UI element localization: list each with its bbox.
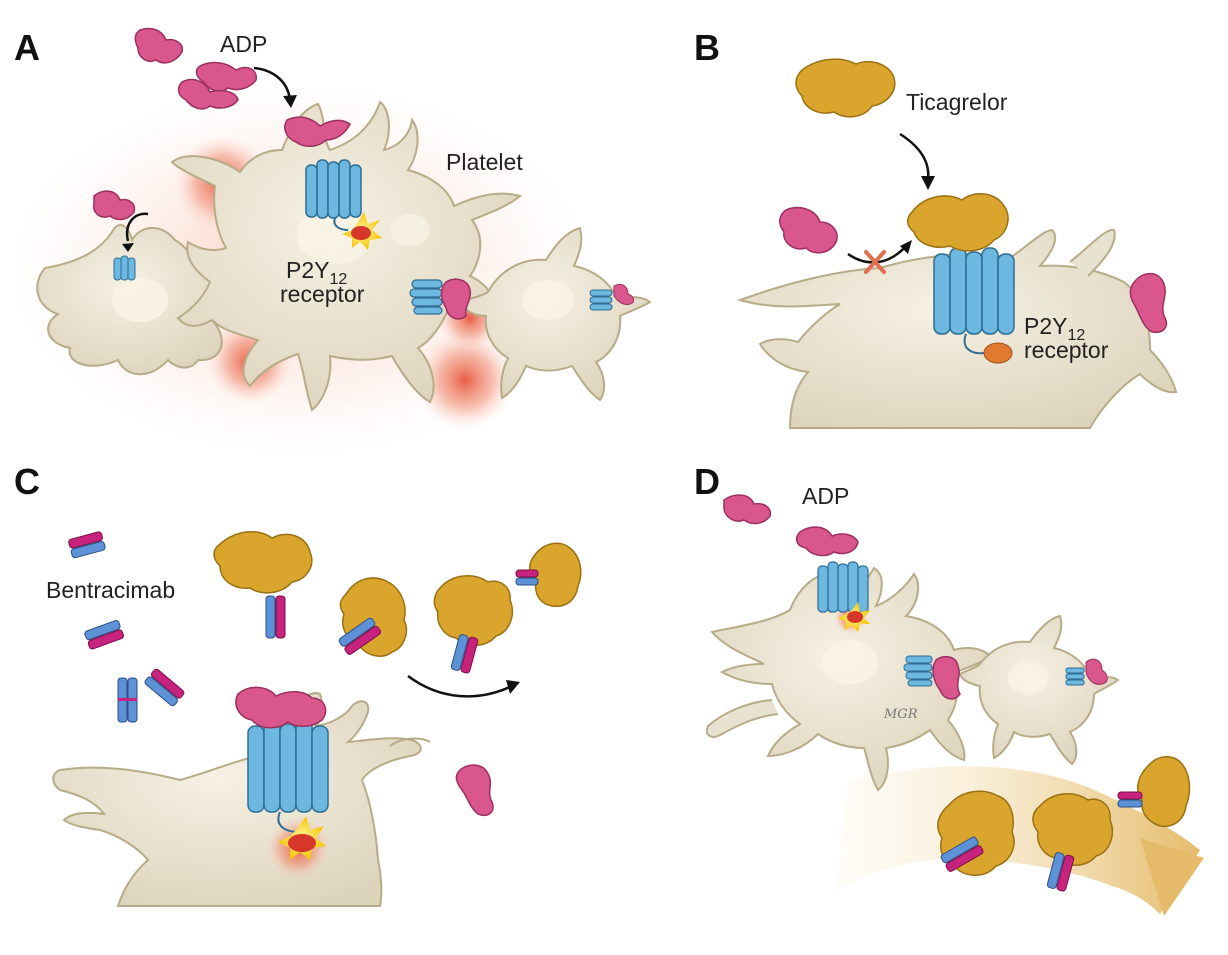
panel-b: B Ticagrelor P2Y12 receptor — [694, 27, 1178, 429]
adp-label: ADP — [802, 483, 849, 509]
ticagrelor-label: Ticagrelor — [906, 89, 1008, 115]
artist-signature: MGR — [883, 707, 918, 722]
g-protein — [351, 226, 371, 240]
clearance-arrow — [407, 674, 513, 698]
platelet-left — [36, 212, 233, 376]
arrowhead-icon — [506, 680, 520, 694]
cleared-complex — [1136, 756, 1191, 828]
receptor-d — [817, 561, 869, 613]
binding-arrow — [125, 212, 149, 242]
bentracimab-fragment — [1117, 791, 1143, 808]
activation-spot — [415, 330, 515, 430]
receptor-label-line2: receptor — [1024, 337, 1109, 363]
adp-molecule-bound — [613, 283, 635, 305]
bentracimab-fragment — [117, 677, 138, 723]
panel-a-letter: A — [14, 27, 40, 68]
adp-molecule — [195, 61, 257, 92]
ticagrelor-molecule — [795, 58, 896, 118]
panel-d: D — [694, 461, 1204, 916]
panel-a: A — [10, 27, 652, 455]
receptor-d-right — [1065, 667, 1085, 686]
bentracimab-fragment — [144, 668, 185, 707]
platelet-process — [1069, 228, 1116, 277]
platelet-c — [52, 692, 422, 907]
receptor-label: P2Y12 — [286, 257, 347, 288]
bentracimab-fragment — [84, 620, 124, 650]
receptor-right — [589, 289, 613, 311]
receptor-c — [247, 719, 329, 833]
binding-arrow — [899, 132, 930, 181]
g-protein — [288, 834, 316, 852]
receptor-side — [409, 279, 443, 315]
adp-molecule-bound — [284, 116, 351, 147]
receptor-left — [113, 255, 136, 281]
ticagrelor-antibody-complex — [433, 575, 514, 646]
platelet-right — [458, 226, 652, 402]
panel-d-letter: D — [694, 461, 720, 502]
adp-molecule — [92, 190, 136, 221]
adp-molecule — [177, 78, 239, 110]
adp-molecule-bound — [795, 526, 859, 557]
receptor-b — [933, 247, 1015, 355]
ticagrelor-bound — [907, 193, 1009, 252]
bentracimab-fragment — [265, 595, 286, 639]
flow-arrow — [836, 766, 1200, 914]
bentracimab-fragment — [515, 569, 539, 586]
adp-molecule-blocked — [779, 206, 838, 254]
bentracimab-fragment — [338, 617, 381, 655]
bentracimab-fragment — [1046, 852, 1075, 892]
receptor-main — [305, 159, 362, 231]
adp-molecule-bound — [235, 686, 327, 729]
g-protein — [847, 611, 863, 623]
adp-molecule-bound — [932, 655, 961, 700]
arrowhead-icon — [122, 243, 134, 252]
arrowhead-icon — [921, 176, 935, 190]
ticagrelor-molecule — [213, 531, 313, 594]
adp-molecule — [723, 494, 772, 525]
panel-c: C — [14, 461, 582, 907]
cleared-complex — [1032, 793, 1114, 866]
adp-molecule — [134, 27, 184, 64]
panel-b-letter: B — [694, 27, 720, 68]
bentracimab-fragment — [940, 836, 984, 872]
receptor-label: P2Y12 — [1024, 313, 1085, 344]
block-x-icon — [864, 250, 886, 274]
g-protein — [983, 342, 1013, 364]
bentracimab-label: Bentracimab — [46, 577, 175, 603]
platelet-label: Platelet — [446, 149, 523, 175]
adp-label: ADP — [220, 31, 267, 57]
arrowhead-icon — [900, 240, 912, 254]
adp-molecule — [455, 764, 494, 816]
arrowhead-icon — [283, 95, 297, 108]
receptor-d-side — [903, 655, 933, 687]
blocked-binding-arrow — [847, 245, 907, 264]
bentracimab-fragment — [68, 531, 106, 559]
bentracimab-fragment — [450, 634, 479, 674]
adp-molecule-bound — [1085, 658, 1108, 685]
adp-molecule-bound — [440, 278, 472, 320]
adp-molecule — [1129, 272, 1168, 334]
platelet-process — [389, 737, 431, 747]
flow-arrowhead-icon — [1140, 838, 1204, 916]
receptor-label-line2: receptor — [280, 281, 365, 307]
panel-c-letter: C — [14, 461, 40, 502]
platelet-process — [706, 699, 779, 738]
